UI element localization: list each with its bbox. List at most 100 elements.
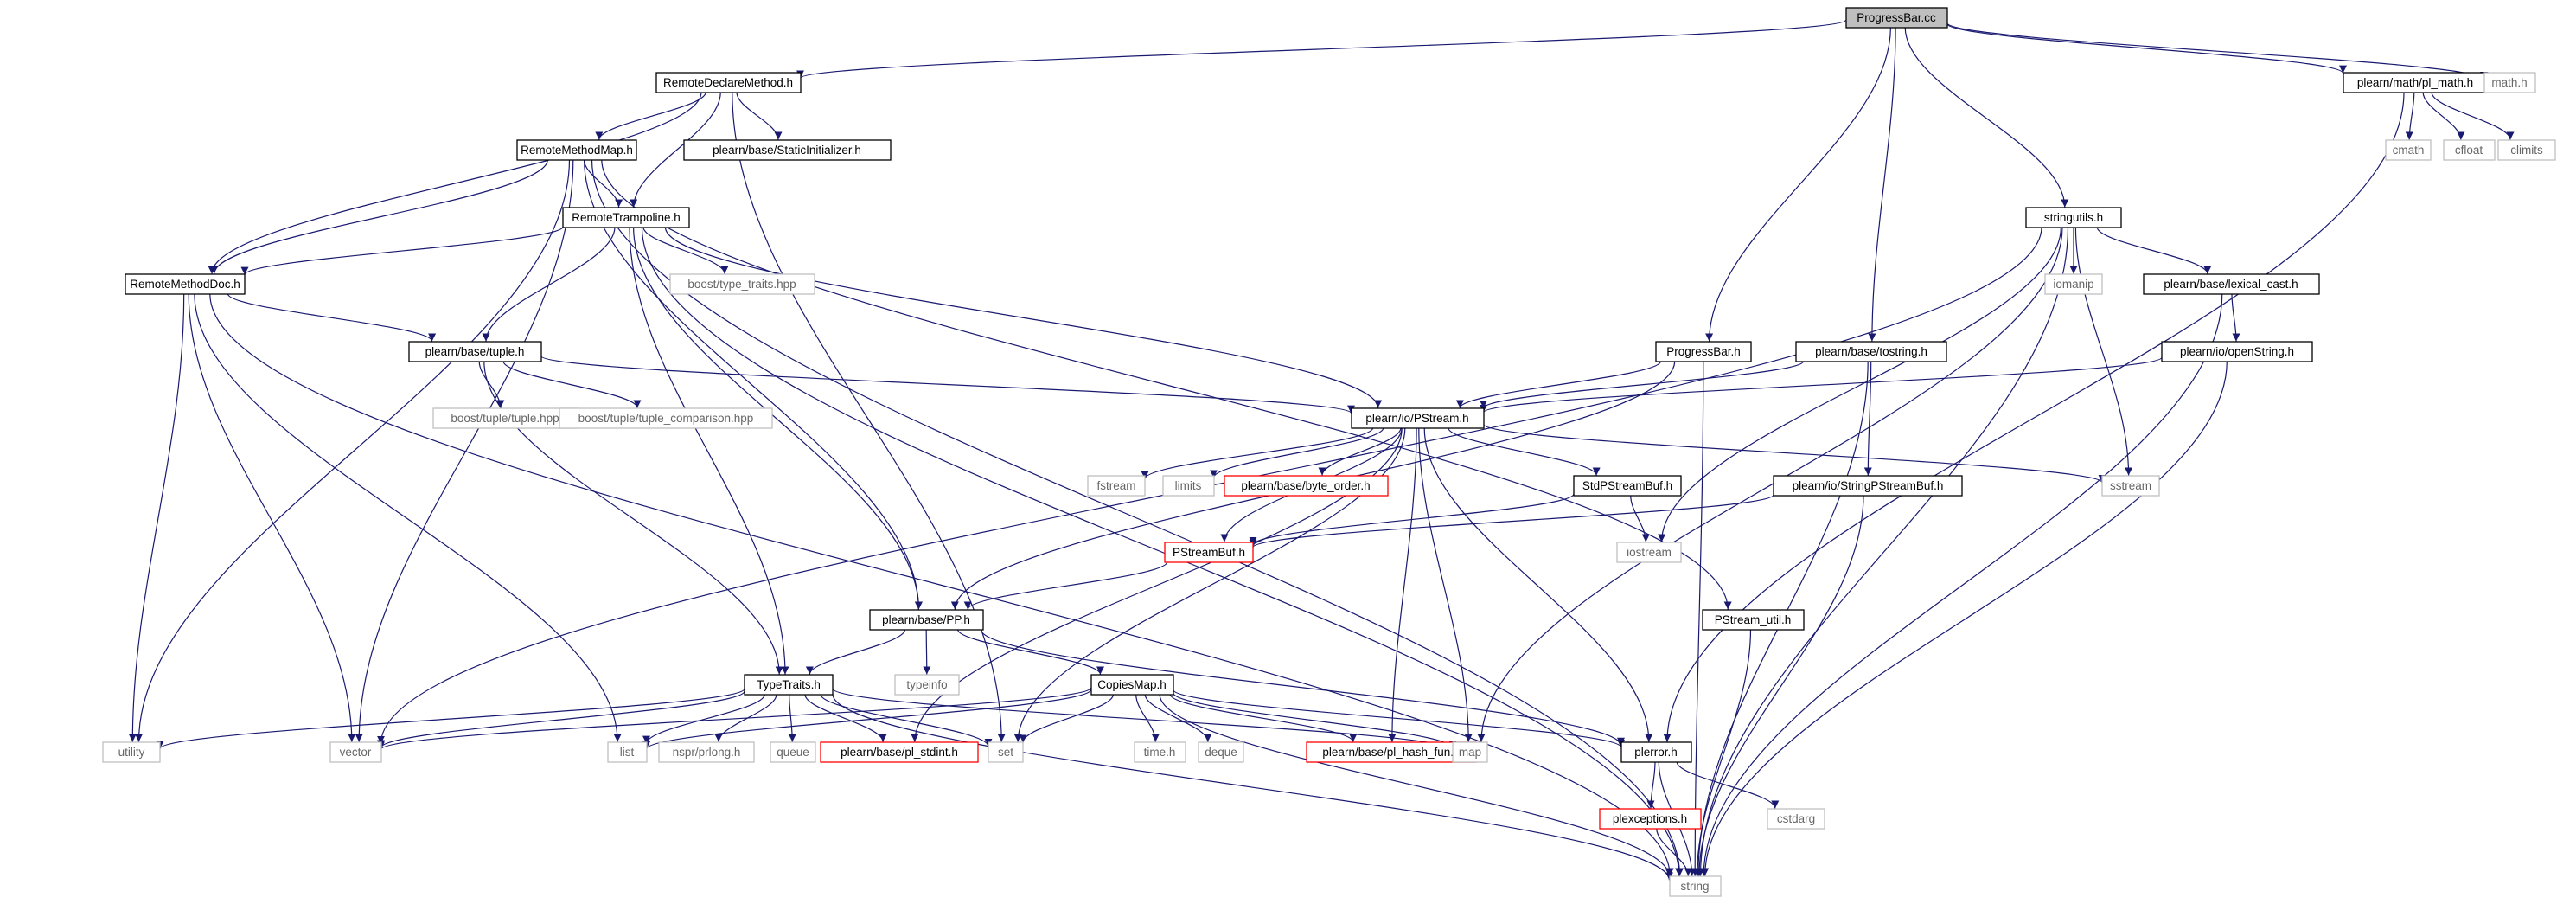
node-progressbar-cc[interactable]: ProgressBar.cc (1845, 7, 1948, 29)
edge-pstream-to-plerror (1423, 427, 1653, 742)
edge-pl-math-to-cmath (2405, 92, 2415, 140)
node-label: PStreamBuf.h (1173, 546, 1245, 559)
node-stringpstreambuf[interactable]: plearn/io/StringPStreamBuf.h (1773, 475, 1963, 497)
node-label: boost/tuple/tuple.hpp (451, 412, 559, 425)
node-box (1767, 808, 1825, 830)
node-pl-hash-fun[interactable]: plearn/base/pl_hash_fun.h (1306, 741, 1477, 763)
node-box (125, 273, 246, 295)
node-sstream[interactable]: sstream (2101, 475, 2160, 497)
node-remote-method-map[interactable]: RemoteMethodMap.h (516, 139, 637, 161)
node-cstdarg[interactable]: cstdarg (1767, 808, 1825, 830)
node-pl-math[interactable]: plearn/math/pl_math.h (2343, 72, 2489, 93)
node-pl-stdint[interactable]: plearn/base/pl_stdint.h (820, 741, 979, 763)
node-plerror[interactable]: plerror.h (1620, 741, 1692, 763)
edge-pl-math-to-climits (2431, 92, 2515, 140)
node-cfloat[interactable]: cfloat (2443, 139, 2496, 161)
node-box (1620, 741, 1692, 763)
node-label: utility (118, 746, 145, 759)
edge-remote-trampoline-to-pstream (664, 227, 1382, 408)
node-set[interactable]: set (988, 741, 1024, 763)
edge-progressbar-cc-to-remote-declare (796, 19, 1847, 79)
node-remote-declare[interactable]: RemoteDeclareMethod.h (655, 72, 802, 93)
edge-typetraits-to-queue (788, 694, 796, 742)
edge-tuple-h-to-boost-tuple-cmp (502, 361, 642, 408)
node-typetraits[interactable]: TypeTraits.h (744, 674, 834, 696)
node-tuple-h[interactable]: plearn/base/tuple.h (408, 341, 542, 362)
node-box (2443, 139, 2496, 161)
node-fstream[interactable]: fstream (1087, 475, 1146, 497)
node-box (988, 741, 1024, 763)
node-list[interactable]: list (607, 741, 648, 763)
edge-pstream-to-byte-order (1318, 427, 1402, 476)
edge-remote-method-map-to-remote-trampoline (583, 159, 623, 208)
node-math-h[interactable]: math.h (2483, 72, 2536, 93)
node-box (1773, 475, 1963, 497)
edge-remote-declare-to-static-init (736, 92, 783, 140)
node-label: PStream_util.h (1715, 613, 1792, 626)
node-string[interactable]: string (1669, 875, 1722, 897)
node-label: boost/type_traits.hpp (687, 278, 796, 291)
node-remote-method-doc[interactable]: RemoteMethodDoc.h (125, 273, 246, 295)
node-iomanip[interactable]: iomanip (2044, 273, 2103, 295)
node-label: plearn/io/openString.h (2180, 345, 2294, 358)
node-plexceptions[interactable]: plexceptions.h (1599, 808, 1702, 830)
node-label: list (620, 746, 635, 759)
node-queue[interactable]: queue (770, 741, 816, 763)
edge-remote-method-doc-to-tuple-h (227, 293, 436, 342)
edge-remote-trampoline-to-string (641, 227, 1684, 876)
node-limits[interactable]: limits (1162, 475, 1215, 497)
edge-pstream-to-pl-hash-fun (1388, 427, 1417, 742)
edge-stringutils-to-sstream (2074, 227, 2133, 476)
node-type-traits-hpp[interactable]: boost/type_traits.hpp (669, 273, 815, 295)
node-pstream[interactable]: plearn/io/PStream.h (1351, 407, 1485, 429)
node-byte-order[interactable]: plearn/base/byte_order.h (1224, 475, 1389, 497)
node-box (1134, 741, 1186, 763)
node-nspr[interactable]: nspr/prlong.h (658, 741, 755, 763)
node-label: limits (1175, 479, 1202, 492)
node-lexical-cast[interactable]: plearn/base/lexical_cast.h (2143, 273, 2320, 295)
node-openstring[interactable]: plearn/io/openString.h (2161, 341, 2313, 362)
node-vector[interactable]: vector (329, 741, 382, 763)
node-box (102, 741, 161, 763)
node-boost-tuple[interactable]: boost/tuple/tuple.hpp (432, 407, 578, 429)
node-label: plearn/io/StringPStreamBuf.h (1793, 479, 1944, 492)
node-tostring[interactable]: plearn/base/tostring.h (1795, 341, 1947, 362)
node-typeinfo[interactable]: typeinfo (894, 674, 960, 696)
node-pp-h[interactable]: plearn/base/PP.h (869, 609, 984, 631)
node-box (1164, 542, 1254, 563)
node-time-h[interactable]: time.h (1134, 741, 1186, 763)
node-pstream-util[interactable]: PStream_util.h (1702, 609, 1805, 631)
edge-typetraits-to-vector (377, 690, 745, 748)
node-remote-trampoline[interactable]: RemoteTrampoline.h (562, 207, 690, 228)
node-stdpstreambuf[interactable]: StdPStreamBuf.h (1573, 475, 1682, 497)
node-box (770, 741, 816, 763)
node-label: TypeTraits.h (757, 678, 821, 691)
node-label: boost/tuple/tuple_comparison.hpp (578, 412, 754, 425)
node-box (408, 341, 542, 362)
node-iostream[interactable]: iostream (1616, 542, 1682, 563)
node-map[interactable]: map (1452, 741, 1488, 763)
node-copiesmap[interactable]: CopiesMap.h (1090, 674, 1174, 696)
edge-remote-declare-to-remote-method-map (595, 92, 706, 140)
node-cmath[interactable]: cmath (2385, 139, 2432, 161)
node-utility[interactable]: utility (102, 741, 161, 763)
node-boost-tuple-cmp[interactable]: boost/tuple/tuple_comparison.hpp (559, 407, 773, 429)
node-deque[interactable]: deque (1198, 741, 1244, 763)
node-static-init[interactable]: plearn/base/StaticInitializer.h (683, 139, 892, 161)
node-progressbar-h[interactable]: ProgressBar.h (1655, 341, 1752, 362)
node-stringutils[interactable]: stringutils.h (2025, 207, 2122, 228)
edge-pp-h-to-typetraits (805, 629, 906, 675)
node-label: ProgressBar.h (1666, 345, 1741, 358)
edge-pstream-to-pl-stdint (911, 427, 1403, 742)
edge-remote-method-doc-to-utility (128, 293, 185, 742)
node-label: typeinfo (906, 678, 947, 691)
node-label: cfloat (2455, 144, 2483, 157)
node-climits[interactable]: climits (2497, 139, 2556, 161)
edge-pp-h-to-copiesmap (956, 629, 1104, 675)
node-box (2497, 139, 2556, 161)
node-pstreambuf[interactable]: PStreamBuf.h (1164, 542, 1254, 563)
edge-remote-method-map-to-remote-method-doc (210, 159, 548, 274)
edge-pstreambuf-to-pp-h (963, 561, 1168, 610)
edge-pstream-to-map (1418, 427, 1473, 742)
